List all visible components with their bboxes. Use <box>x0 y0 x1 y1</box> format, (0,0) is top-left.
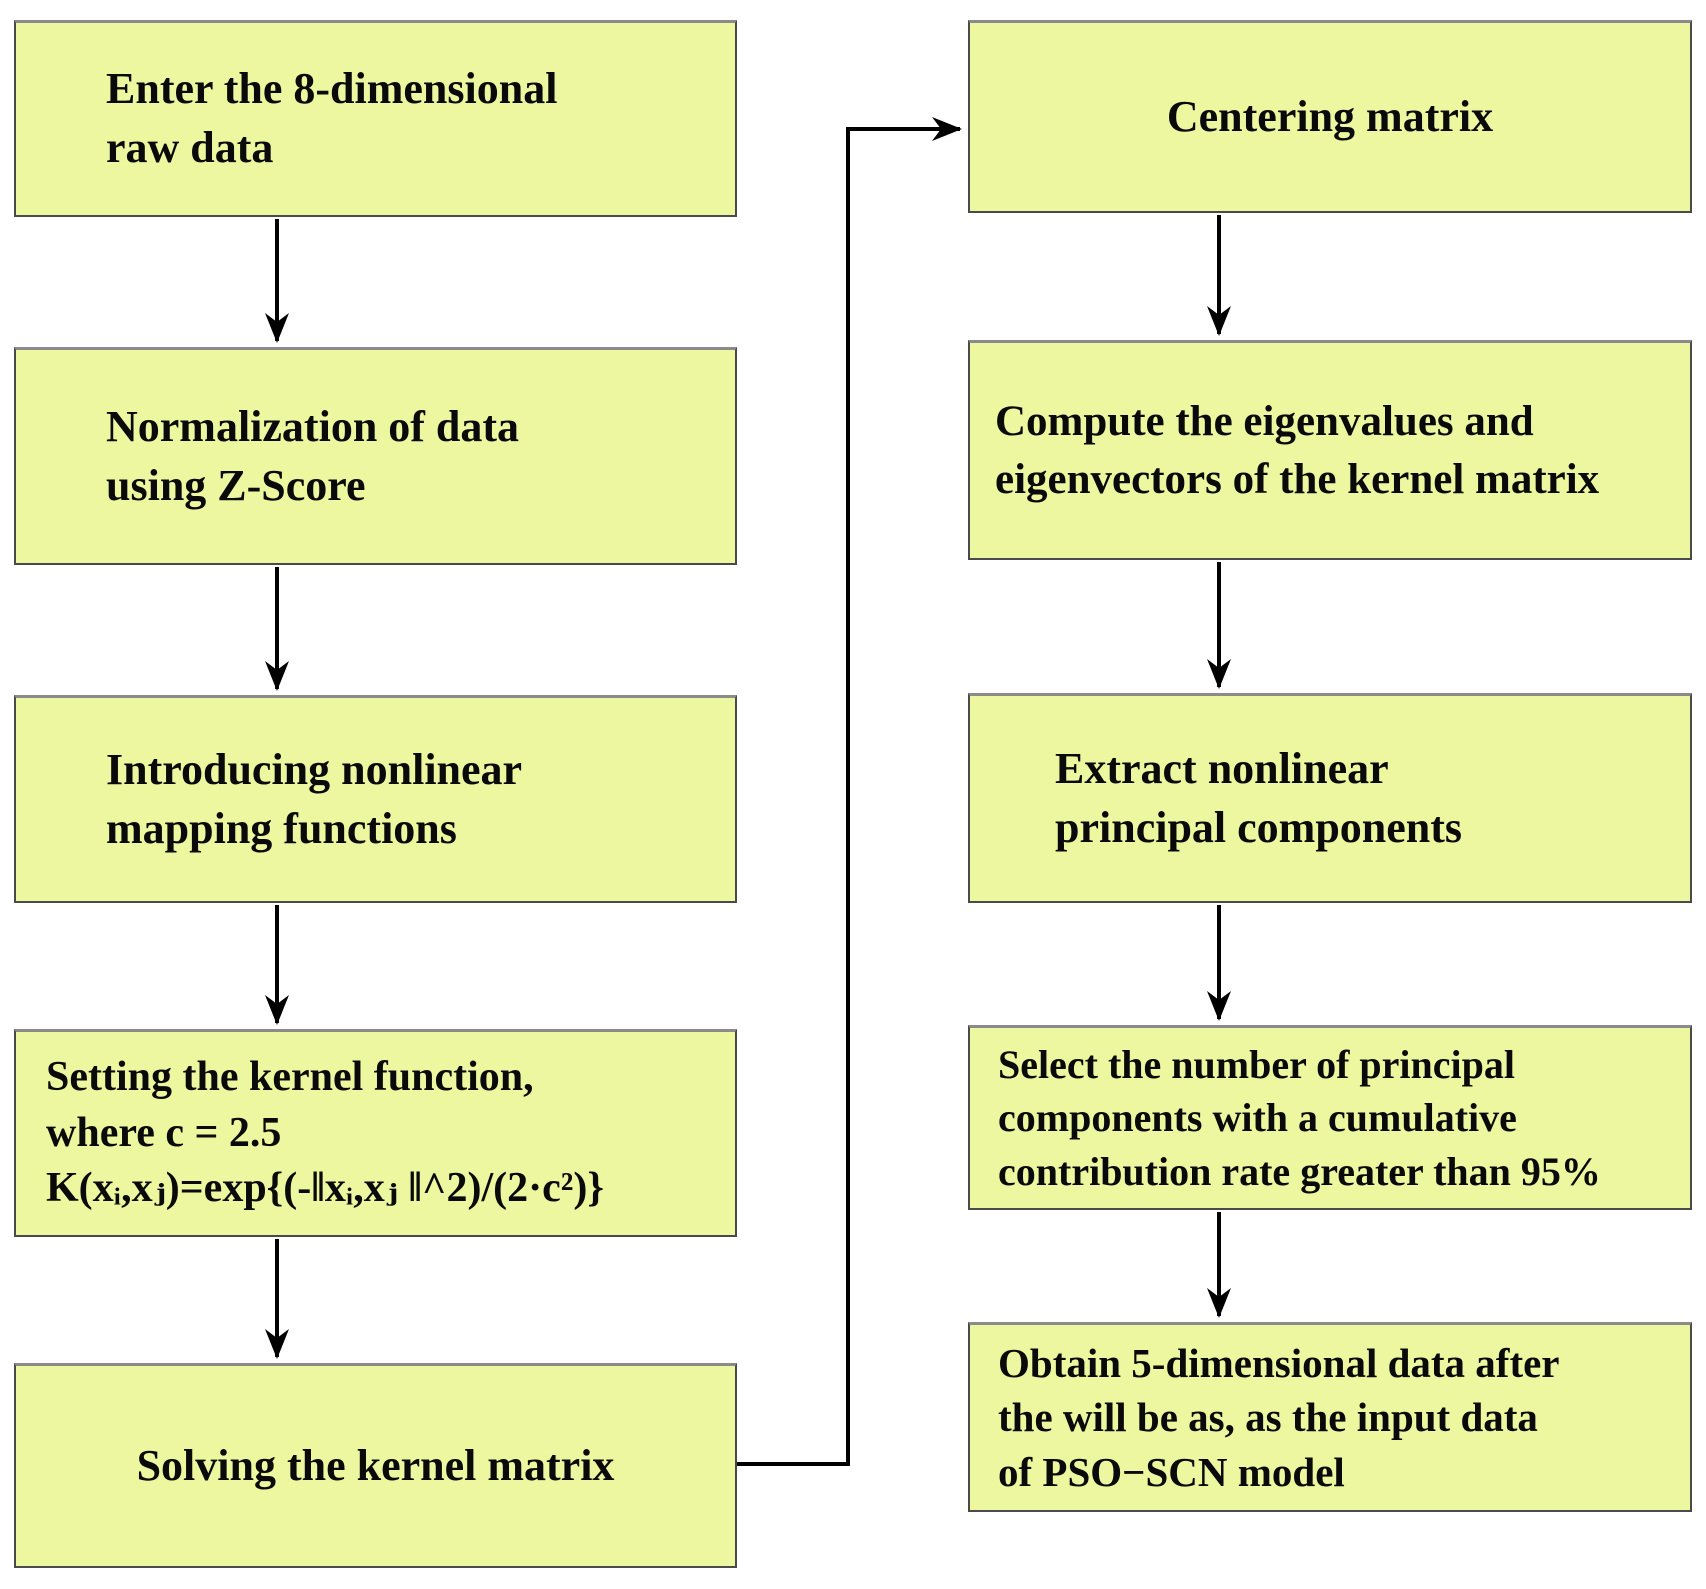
box-extract-components: Extract nonlinear principal components <box>968 693 1692 903</box>
box-solve-kernel-matrix: Solving the kernel matrix <box>14 1363 737 1568</box>
box-normalization-zscore: Normalization of data using Z-Score <box>14 347 737 565</box>
box-enter-raw-data: Enter the 8-dimensional raw data <box>14 20 737 217</box>
box-normalization-zscore-label: Normalization of data using Z-Score <box>106 401 520 510</box>
box-obtain-output-label: Obtain 5-dimensional data after the will… <box>998 1339 1560 1495</box>
box-compute-eigen: Compute the eigenvalues and eigenvectors… <box>968 340 1692 560</box>
box-centering-matrix-label: Centering matrix <box>1166 91 1494 141</box>
box-compute-eigen-label: Compute the eigenvalues and eigenvectors… <box>995 398 1600 503</box>
box-enter-raw-data-label: Enter the 8-dimensional raw data <box>106 64 558 172</box>
box-nonlinear-mapping: Introducing nonlinear mapping functions <box>14 695 737 903</box>
box-centering-matrix: Centering matrix <box>968 20 1692 213</box>
box-select-components: Select the number of principal component… <box>968 1025 1692 1210</box>
box-nonlinear-mapping-label: Introducing nonlinear mapping functions <box>106 744 523 853</box>
box-kernel-function: Setting the kernel function, where c = 2… <box>14 1029 737 1237</box>
arrow-solve-to-centering <box>737 117 962 1466</box>
box-kernel-function-label: Setting the kernel function, where c = 2… <box>46 1053 604 1212</box>
box-extract-components-label: Extract nonlinear principal components <box>1055 743 1463 852</box>
box-obtain-output: Obtain 5-dimensional data after the will… <box>968 1322 1692 1512</box>
box-solve-kernel-matrix-label: Solving the kernel matrix <box>136 1440 615 1490</box>
box-select-components-label: Select the number of principal component… <box>998 1042 1601 1194</box>
